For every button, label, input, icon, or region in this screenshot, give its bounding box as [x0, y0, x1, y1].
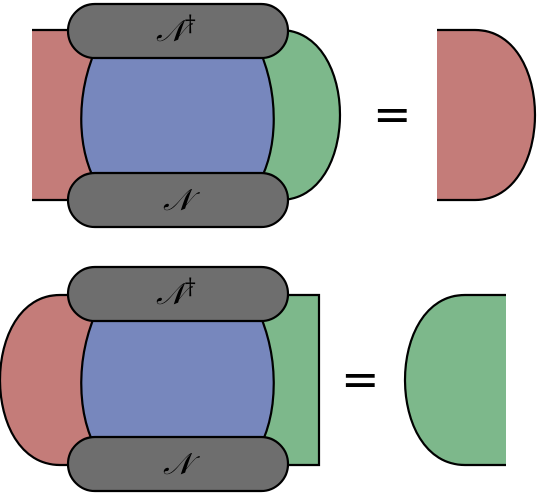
top-red-result: [437, 28, 536, 202]
bottom-n-bar: [66, 435, 290, 493]
bottom-n-dagger-label: 𝒩†: [156, 275, 196, 312]
bottom-equation: 𝒩† 𝒩 =: [0, 265, 506, 493]
bottom-green-result: [404, 293, 506, 467]
top-equation: 𝒩† 𝒩 =: [32, 2, 536, 229]
bottom-equals-sign: =: [341, 352, 380, 406]
bottom-blue-tensor: [80, 302, 275, 458]
bottom-n-dagger-bar: [66, 265, 290, 323]
top-equals-sign: =: [373, 87, 412, 141]
top-n-dagger-label: 𝒩†: [156, 12, 196, 49]
top-blue-tensor: [80, 38, 275, 192]
top-n-bar: [66, 171, 290, 229]
top-n-dagger-bar: [66, 2, 290, 60]
